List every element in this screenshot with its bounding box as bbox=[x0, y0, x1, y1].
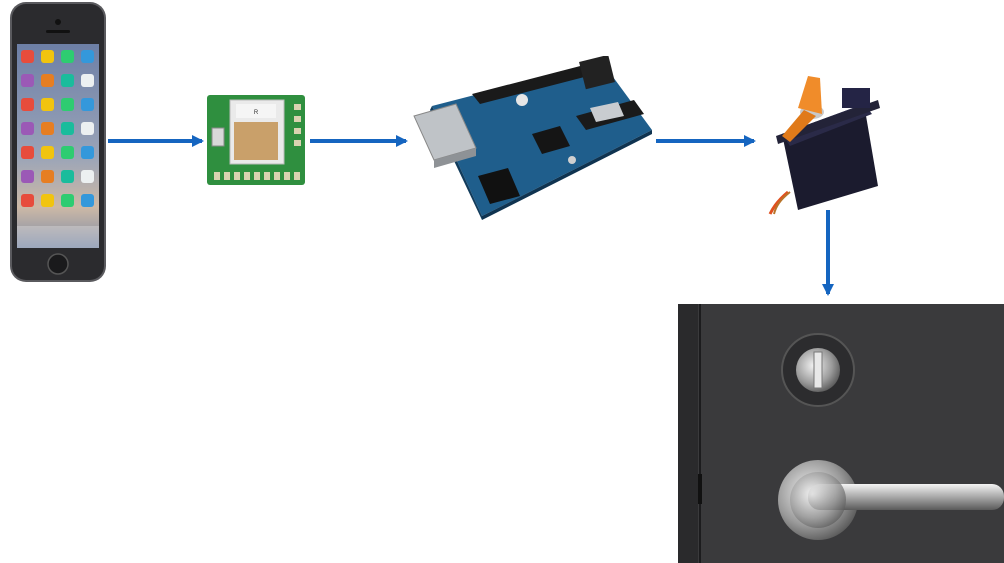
app-icon bbox=[81, 170, 94, 183]
app-icon bbox=[61, 194, 74, 207]
svg-text:R: R bbox=[254, 110, 259, 116]
app-icon bbox=[61, 122, 74, 135]
app-icon bbox=[21, 146, 34, 159]
app-icon bbox=[21, 122, 34, 135]
app-icon bbox=[81, 50, 94, 63]
app-icon bbox=[21, 194, 34, 207]
app-icon bbox=[81, 146, 94, 159]
smartphone-icon bbox=[10, 2, 106, 282]
app-icon bbox=[61, 50, 74, 63]
app-icon bbox=[21, 98, 34, 111]
door-lock bbox=[678, 304, 1004, 563]
door-lock-icon bbox=[678, 304, 1004, 563]
servo-motor-icon bbox=[768, 76, 880, 215]
app-icon bbox=[81, 74, 94, 87]
app-icon bbox=[41, 74, 54, 87]
app-icon bbox=[61, 146, 74, 159]
app-icon bbox=[61, 74, 74, 87]
app-icon bbox=[61, 98, 74, 111]
app-icon bbox=[41, 50, 54, 63]
app-icon bbox=[41, 122, 54, 135]
app-icon bbox=[41, 170, 54, 183]
app-icon bbox=[41, 194, 54, 207]
app-icon bbox=[41, 98, 54, 111]
app-icon bbox=[41, 146, 54, 159]
microcontroller-board bbox=[412, 56, 656, 220]
app-icon bbox=[21, 50, 34, 63]
servo-motor bbox=[768, 74, 886, 216]
app-icon bbox=[61, 170, 74, 183]
app-icon bbox=[21, 170, 34, 183]
arduino-board-icon bbox=[413, 56, 652, 220]
app-icon bbox=[81, 98, 94, 111]
app-icon bbox=[81, 122, 94, 135]
app-icon bbox=[21, 74, 34, 87]
bluetooth-module: R bbox=[206, 94, 306, 186]
bluetooth-module-icon: R bbox=[207, 95, 305, 185]
smartphone bbox=[8, 0, 108, 284]
app-icon bbox=[81, 194, 94, 207]
